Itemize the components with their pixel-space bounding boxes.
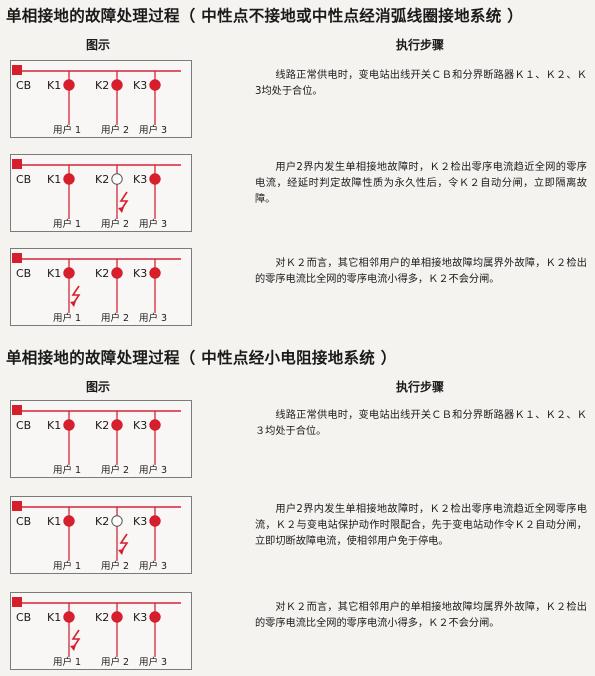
switch-label-k1: K1 — [47, 267, 61, 280]
switch-k1-closed — [63, 419, 75, 431]
step-text: 线路正常供电时，变电站出线开关ＣＢ和分界断路器Ｋ１、Ｋ２、Ｋ3均处于合位。 — [255, 70, 587, 97]
step-text: 对Ｋ２而言，其它相邻用户的单相接地故障均属界外故障，Ｋ２检出的零序电流比全网的零… — [255, 258, 587, 285]
switch-label-k3: K3 — [133, 419, 147, 432]
step-text: 用户2界内发生单相接地故障时，Ｋ２检出零序电流趋近全网的零序电流，经延时判定故障… — [255, 162, 587, 205]
switch-k3-closed — [149, 173, 161, 185]
switch-k1-closed — [63, 173, 75, 185]
section-2-title: 单相接地的故障处理过程（ 中性点经小电阻接地系统 ） — [6, 349, 397, 367]
user-label-1: 用户 1 — [53, 218, 81, 230]
section-1-diagram-header: 图示 — [86, 38, 111, 52]
user-label-2: 用户 2 — [101, 560, 129, 572]
switch-label-k2: K2 — [95, 79, 109, 92]
section-2-diagram-header: 图示 — [86, 380, 111, 394]
switch-k2-open — [111, 173, 123, 185]
switch-label-k3: K3 — [133, 611, 147, 624]
single-line-diagram: CB K1 用户 1 K2 用户 2 K3 用户 3 — [12, 597, 181, 668]
switch-k1-closed — [63, 267, 75, 279]
user-label-3: 用户 3 — [139, 560, 167, 572]
switch-k3-closed — [149, 419, 161, 431]
switch-label-k3: K3 — [133, 267, 147, 280]
switch-label-k2: K2 — [95, 611, 109, 624]
user-label-1: 用户 1 — [53, 656, 81, 668]
switch-label-k3: K3 — [133, 515, 147, 528]
cb-breaker-box — [12, 159, 22, 169]
switch-k3-closed — [149, 611, 161, 623]
step-text: 线路正常供电时，变电站出线开关ＣＢ和分界断路器Ｋ１、Ｋ２、Ｋ３均处于合位。 — [255, 410, 587, 437]
cb-breaker-box — [12, 597, 22, 607]
cb-label: CB — [16, 611, 31, 624]
switch-label-k2: K2 — [95, 419, 109, 432]
user-label-3: 用户 3 — [139, 312, 167, 324]
switch-label-k1: K1 — [47, 611, 61, 624]
single-line-diagram: CB K1 用户 1 K2 用户 2 K3 用户 3 — [12, 501, 181, 572]
switch-k1-closed — [63, 515, 75, 527]
fault-lightning-icon — [70, 629, 81, 651]
user-label-1: 用户 1 — [53, 464, 81, 476]
user-label-1: 用户 1 — [53, 124, 81, 136]
user-label-1: 用户 1 — [53, 560, 81, 572]
switch-label-k3: K3 — [133, 173, 147, 186]
switch-k3-closed — [149, 515, 161, 527]
diagram-panel: CB K1 用户 1 K2 用户 2 K3 用户 3 — [10, 592, 192, 670]
single-line-diagram: CB K1 用户 1 K2 用户 2 K3 用户 3 — [12, 405, 181, 476]
section-1-steps-header: 执行步骤 — [396, 38, 445, 52]
diagram-panel: CB K1 用户 1 K2 用户 2 K3 用户 3 — [10, 248, 192, 326]
switch-k2-closed — [111, 79, 123, 91]
switch-k2-open — [111, 515, 123, 527]
switch-k1-closed — [63, 611, 75, 623]
user-label-3: 用户 3 — [139, 124, 167, 136]
user-label-2: 用户 2 — [101, 218, 129, 230]
cb-label: CB — [16, 419, 31, 432]
switch-label-k2: K2 — [95, 267, 109, 280]
step-text: 用户2界内发生单相接地故障时，Ｋ２检出零序电流趋近全网零序电流，Ｋ２与变电站保护… — [255, 504, 587, 547]
cb-label: CB — [16, 79, 31, 92]
cb-breaker-box — [12, 65, 22, 75]
diagram-panel: CB K1 用户 1 K2 用户 2 K3 用户 3 — [10, 154, 192, 232]
cb-label: CB — [16, 267, 31, 280]
diagram-panel: CB K1 用户 1 K2 用户 2 K3 用户 3 — [10, 60, 192, 138]
switch-k2-closed — [111, 611, 123, 623]
section-2-steps-header: 执行步骤 — [396, 380, 445, 394]
section-1-title: 单相接地的故障处理过程（ 中性点不接地或中性点经消弧线圈接地系统 ） — [6, 7, 523, 25]
cb-breaker-box — [12, 253, 22, 263]
switch-k1-closed — [63, 79, 75, 91]
user-label-3: 用户 3 — [139, 464, 167, 476]
diagram-panel: CB K1 用户 1 K2 用户 2 K3 用户 3 — [10, 400, 192, 478]
user-label-3: 用户 3 — [139, 656, 167, 668]
cb-breaker-box — [12, 501, 22, 511]
cb-label: CB — [16, 173, 31, 186]
switch-k2-closed — [111, 419, 123, 431]
cb-label: CB — [16, 515, 31, 528]
switch-label-k2: K2 — [95, 515, 109, 528]
switch-k3-closed — [149, 267, 161, 279]
single-line-diagram: CB K1 用户 1 K2 用户 2 K3 用户 3 — [12, 65, 181, 136]
user-label-2: 用户 2 — [101, 312, 129, 324]
switch-label-k1: K1 — [47, 173, 61, 186]
switch-label-k2: K2 — [95, 173, 109, 186]
single-line-diagram: CB K1 用户 1 K2 用户 2 K3 用户 3 — [12, 253, 181, 324]
user-label-2: 用户 2 — [101, 124, 129, 136]
fault-lightning-icon — [118, 191, 129, 213]
switch-k3-closed — [149, 79, 161, 91]
switch-label-k1: K1 — [47, 79, 61, 92]
switch-label-k1: K1 — [47, 515, 61, 528]
switch-label-k1: K1 — [47, 419, 61, 432]
user-label-2: 用户 2 — [101, 464, 129, 476]
switch-k2-closed — [111, 267, 123, 279]
user-label-3: 用户 3 — [139, 218, 167, 230]
switch-label-k3: K3 — [133, 79, 147, 92]
diagram-panel: CB K1 用户 1 K2 用户 2 K3 用户 3 — [10, 496, 192, 574]
user-label-2: 用户 2 — [101, 656, 129, 668]
user-label-1: 用户 1 — [53, 312, 81, 324]
fault-lightning-icon — [70, 285, 81, 307]
cb-breaker-box — [12, 405, 22, 415]
single-line-diagram: CB K1 用户 1 K2 用户 2 K3 用户 3 — [12, 159, 181, 230]
step-text: 对Ｋ２而言，其它相邻用户的单相接地故障均属界外故障，Ｋ２检出的零序电流比全网的零… — [255, 602, 587, 629]
fault-lightning-icon — [118, 533, 129, 555]
